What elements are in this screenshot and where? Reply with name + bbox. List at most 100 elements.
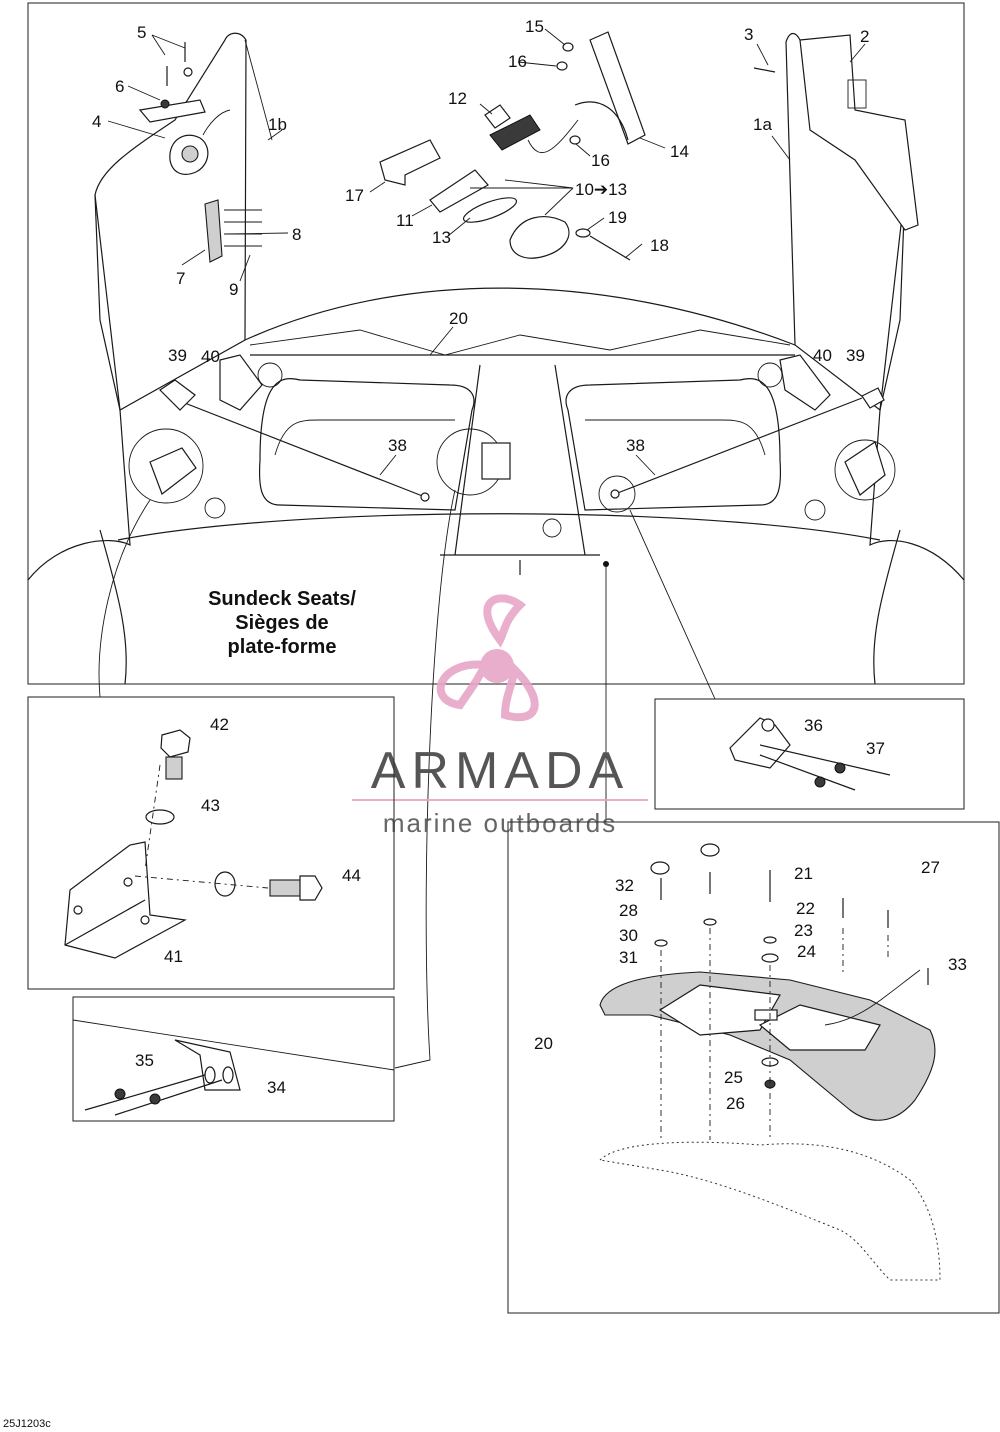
- gas-strut-left: [171, 397, 430, 502]
- bolt-18: [575, 228, 631, 261]
- callout-23: 23: [794, 921, 813, 940]
- callout-20a: 20: [449, 309, 468, 328]
- callout-20b: 20: [534, 1034, 553, 1053]
- callout-36: 36: [804, 716, 823, 735]
- strap-14: [527, 31, 646, 153]
- callout-5: 5: [137, 23, 146, 42]
- backrest-left: [94, 32, 273, 411]
- callout-27: 27: [921, 858, 940, 877]
- watermark-tagline: marine outboards: [383, 808, 617, 838]
- rivet-3: [753, 67, 776, 73]
- rivet-detail-frame: [72, 996, 395, 1122]
- callout-18: 18: [650, 236, 669, 255]
- callout-39a: 39: [168, 346, 187, 365]
- title-line-3: plate-forme: [228, 636, 337, 658]
- callout-21: 21: [794, 864, 813, 883]
- callout-2: 2: [860, 27, 869, 46]
- callout-40b: 40: [813, 346, 832, 365]
- callout-1a: 1a: [753, 115, 772, 134]
- main-view-frame: [27, 2, 965, 685]
- rivet-37: [759, 744, 891, 791]
- callout-17: 17: [345, 186, 364, 205]
- screw-5: [160, 42, 193, 109]
- gas-strut-right: [610, 397, 863, 499]
- washer-43: [145, 809, 175, 825]
- callout-6: 6: [115, 77, 124, 96]
- callout-28: 28: [619, 901, 638, 920]
- title-line-1: Sundeck Seats/: [208, 588, 356, 610]
- callout-19: 19: [608, 208, 627, 227]
- callout-38a: 38: [388, 436, 407, 455]
- callout-44: 44: [342, 866, 361, 885]
- hinge-left: [159, 354, 263, 411]
- handle-7: [204, 199, 262, 263]
- callout-34: 34: [267, 1078, 286, 1097]
- watermark-logo: [352, 594, 648, 801]
- callout-10-13: 10➔13: [575, 180, 627, 199]
- callout-16b: 16: [591, 151, 610, 170]
- latch-housing: [138, 99, 231, 175]
- bracket-36: [729, 717, 791, 769]
- strut-mount-frame: [654, 698, 965, 810]
- callout-16a: 16: [508, 52, 527, 71]
- washer-16a: [556, 61, 568, 71]
- seat-frame-20: [599, 971, 936, 1121]
- callout-31: 31: [619, 948, 638, 967]
- hinge-41: [64, 841, 187, 959]
- callout-22: 22: [796, 899, 815, 918]
- callout-30: 30: [619, 926, 638, 945]
- callout-1b: 1b: [268, 115, 287, 134]
- callout-37: 37: [866, 739, 885, 758]
- bolt-44: [269, 875, 323, 901]
- bracket-34: [174, 1039, 241, 1091]
- watermark-brand: ARMADA: [371, 742, 629, 800]
- plate-11: [429, 169, 489, 213]
- rivet-35: [84, 1074, 223, 1116]
- callout-24: 24: [797, 942, 816, 961]
- latch-cover: [509, 216, 570, 259]
- hinge-right: [779, 354, 885, 411]
- callout-25: 25: [724, 1068, 743, 1087]
- callout-38b: 38: [626, 436, 645, 455]
- callout-leaders-upper: [107, 28, 866, 476]
- callout-39b: 39: [846, 346, 865, 365]
- hinge-detail-part: [149, 447, 197, 495]
- callout-26: 26: [726, 1094, 745, 1113]
- callout-42: 42: [210, 715, 229, 734]
- bolt-42: [160, 729, 191, 780]
- seat-frame-detail: [507, 821, 1000, 1314]
- storage-tub-right: [542, 362, 826, 538]
- deck-outline: [27, 287, 965, 685]
- callout-13: 13: [432, 228, 451, 247]
- callout-14: 14: [670, 142, 689, 161]
- button-12: [484, 104, 541, 151]
- callout-7: 7: [176, 269, 185, 288]
- callout-3: 3: [744, 25, 753, 44]
- detail-circle-hinge-right: [834, 439, 896, 501]
- callout-32: 32: [615, 876, 634, 895]
- callout-9: 9: [229, 280, 238, 299]
- callout-33-arrow: [824, 969, 921, 1026]
- plate-2: [799, 34, 919, 231]
- hinge-detail-frame: [27, 696, 395, 990]
- latch-bracket: [481, 442, 511, 480]
- callout-43: 43: [201, 796, 220, 815]
- callout-11: 11: [396, 211, 414, 230]
- callout-labels: 1a 1b 2 3 4 5 6 7 8 9 10➔13 11 12 13 14 …: [92, 17, 967, 1113]
- washer-15: [562, 42, 574, 52]
- callout-15: 15: [525, 17, 544, 36]
- bracket-17: [379, 139, 441, 186]
- callout-4: 4: [92, 112, 101, 131]
- callout-35: 35: [135, 1051, 154, 1070]
- seat-pointer-dot: [603, 561, 609, 567]
- storage-tub-left: [204, 362, 475, 519]
- title-line-2: Sièges de: [235, 612, 328, 634]
- seat-cushion-outline: [598, 1141, 941, 1281]
- diagram-title: Sundeck Seats/ Sièges de plate-forme: [208, 588, 356, 658]
- callout-33: 33: [948, 955, 967, 974]
- callout-8: 8: [292, 225, 301, 244]
- detail-circle-strut: [598, 475, 636, 513]
- detail-circle-hinge: [128, 428, 204, 504]
- callout-41: 41: [164, 947, 183, 966]
